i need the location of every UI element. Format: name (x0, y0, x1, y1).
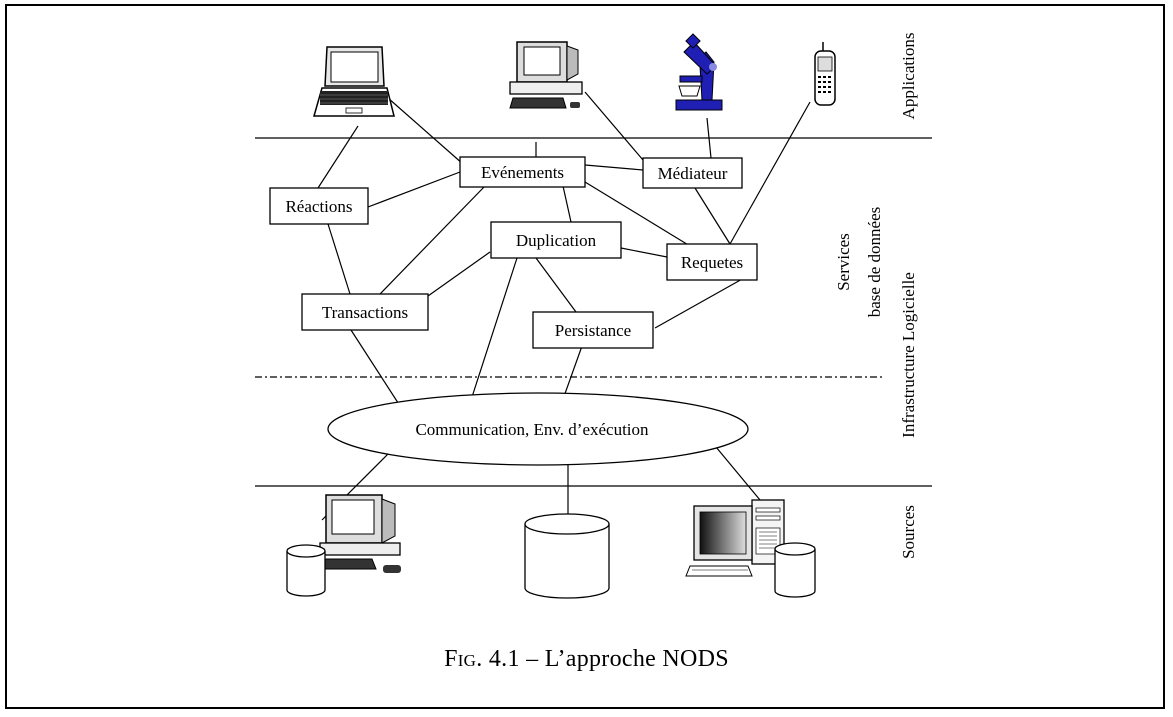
node-communication: Communication, Env. d’exécution (327, 392, 749, 466)
desktop-computer-icon (509, 41, 583, 109)
node-reactions: Réactions (269, 187, 369, 225)
node-evenements: Evénements (459, 156, 586, 188)
caption-title: L’approche NODS (544, 646, 729, 672)
microscope-icon (675, 33, 723, 111)
layer-label-services-line2: base de données (865, 207, 884, 317)
layer-label-infrastructure: Infrastructure Logicielle (899, 272, 918, 438)
caption-figure-number: Fig. 4.1 (444, 646, 520, 672)
node-communication-label: Communication, Env. d’exécution (415, 420, 649, 439)
node-duplication-label: Duplication (516, 231, 597, 250)
node-transactions: Transactions (301, 293, 429, 331)
node-persistance-label: Persistance (555, 321, 631, 340)
node-duplication: Duplication (490, 221, 622, 259)
caption-separator: – (526, 646, 539, 672)
laptop-icon (313, 46, 395, 117)
figure-caption: Fig. 4.1 – L’approche NODS (0, 646, 1173, 673)
source-server-computer-icon (685, 499, 785, 577)
node-mediateur: Médiateur (642, 157, 743, 189)
node-evenements-label: Evénements (481, 163, 564, 182)
source-database-icon-right (774, 542, 816, 598)
node-persistance: Persistance (532, 311, 654, 349)
layer-label-services-line1: Services (834, 233, 853, 291)
node-transactions-label: Transactions (322, 303, 408, 322)
layer-label-sources: Sources (899, 505, 918, 559)
node-requetes: Requetes (666, 243, 758, 281)
source-database-icon-center (524, 513, 610, 599)
edges (317, 91, 811, 521)
node-requetes-label: Requetes (681, 253, 743, 272)
mobile-phone-icon (814, 42, 836, 106)
layer-label-applications: Applications (899, 33, 918, 120)
node-reactions-label: Réactions (285, 197, 352, 216)
source-database-icon-left (286, 544, 326, 597)
source-desktop-computer-icon (313, 494, 401, 573)
node-mediateur-label: Médiateur (658, 164, 728, 183)
